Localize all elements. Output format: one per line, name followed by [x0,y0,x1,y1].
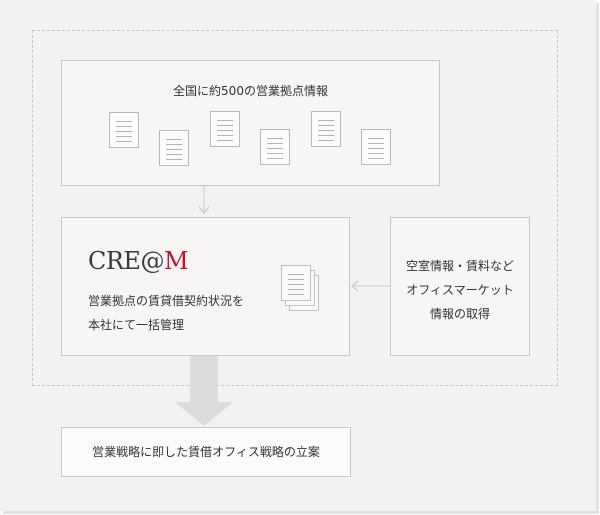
arrow-right-to-center-head [351,280,359,292]
document-icon [210,111,240,147]
document-stack-icon [281,265,319,311]
document-icon [311,111,341,147]
strategy-text: 営業戦略に即した賃借オフィス戦略の立案 [92,445,320,459]
market-info-line: オフィスマーケット [406,283,514,297]
strategy-box: 営業戦略に即した賃借オフィス戦略の立案 [61,427,351,477]
big-down-arrow [175,356,233,426]
market-info-line: 情報の取得 [429,307,490,321]
market-info-line: 空室情報・賃料など [405,259,514,273]
branch-info-box: 全国に約500の営業拠点情報 [61,60,440,186]
document-icon [361,129,391,165]
document-icon [109,112,139,148]
description-line: 営業拠点の賃貸借契約状況を [88,294,245,308]
branch-info-title: 全国に約500の営業拠点情報 [173,84,328,98]
arrow-top-to-center-head [198,206,210,214]
description-line: 本社にて一括管理 [88,318,185,332]
document-icon [260,129,290,165]
cream-management-box: CRE@M 営業拠点の賃貸借契約状況を 本社にて一括管理 [61,217,350,356]
dashed-group-frame [32,30,558,386]
market-info-box: 空室情報・賃料など オフィスマーケット 情報の取得 [390,217,530,356]
market-info-text: 空室情報・賃料など オフィスマーケット 情報の取得 [391,254,529,326]
management-description: 営業拠点の賃貸借契約状況を 本社にて一括管理 [88,289,244,337]
document-icon [159,130,189,166]
cream-logo: CRE@M [88,247,189,275]
